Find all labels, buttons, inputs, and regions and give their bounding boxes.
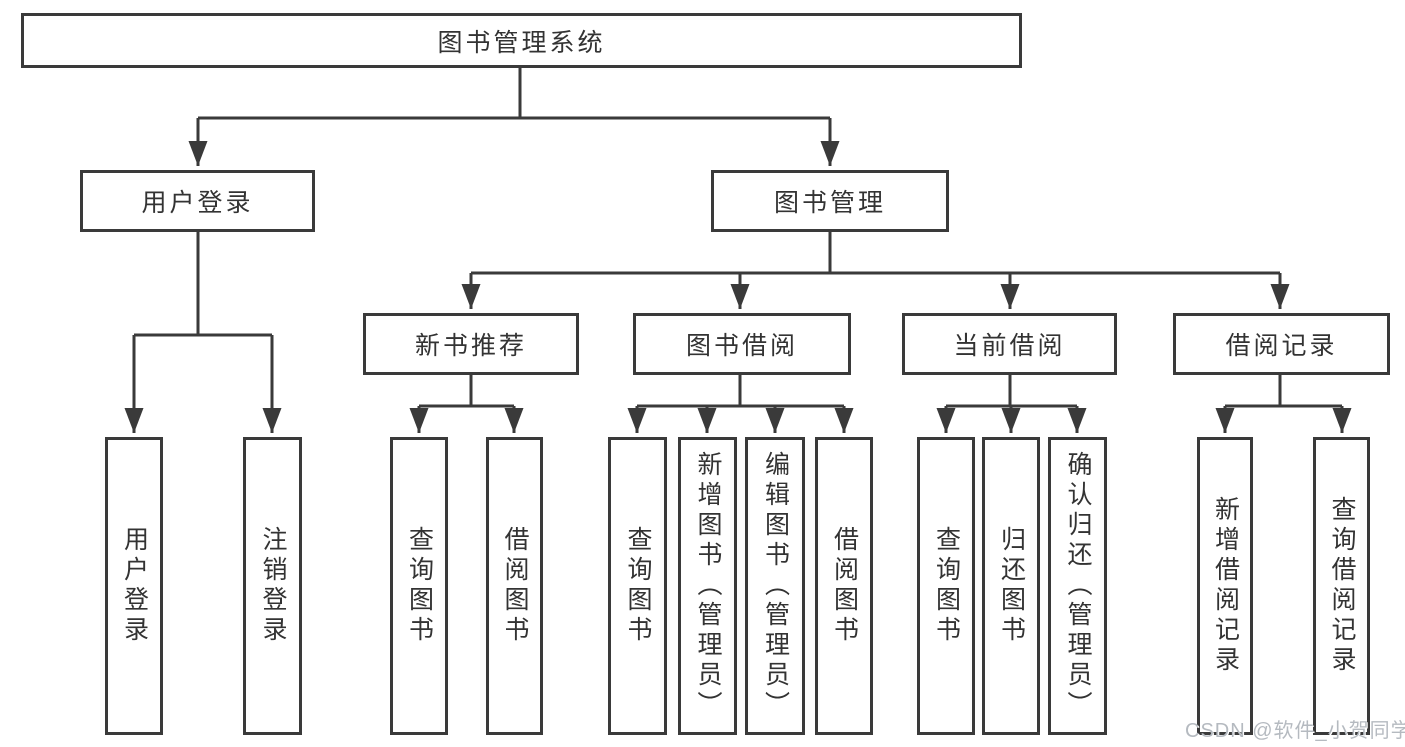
node-cb-return: 归还图书 (982, 437, 1040, 735)
node-nb-query: 查询图书 (390, 437, 448, 735)
node-cb-confirm: 确认归还（管理员） (1048, 437, 1107, 735)
node-user-login-label: 用户登录 (141, 189, 254, 217)
node-book-borrow-label: 图书借阅 (685, 332, 798, 360)
node-borrow-records-label: 借阅记录 (1225, 332, 1338, 360)
node-current-borrow-label: 当前借阅 (953, 332, 1066, 360)
node-bb-borrow-label: 借阅图书 (830, 526, 859, 646)
node-br-add: 新增借阅记录 (1197, 437, 1253, 735)
node-cb-query-label: 查询图书 (932, 526, 961, 646)
node-nb-borrow: 借阅图书 (486, 437, 543, 735)
node-new-books-label: 新书推荐 (414, 332, 527, 360)
node-book-mgmt-label: 图书管理 (773, 189, 886, 217)
node-cb-confirm-label: 确认归还（管理员） (1064, 451, 1092, 721)
node-root: 图书管理系统 (21, 13, 1022, 68)
node-cb-return-label: 归还图书 (997, 526, 1026, 646)
node-br-add-label: 新增借阅记录 (1211, 496, 1240, 676)
node-root-label: 图书管理系统 (437, 28, 606, 57)
node-leaf-login-label: 用户登录 (120, 526, 149, 646)
node-cb-query: 查询图书 (917, 437, 975, 735)
node-book-borrow: 图书借阅 (633, 313, 851, 375)
node-bb-edit: 编辑图书（管理员） (745, 437, 805, 735)
node-leaf-login: 用户登录 (105, 437, 163, 735)
node-user-login: 用户登录 (80, 170, 315, 232)
node-nb-borrow-label: 借阅图书 (501, 526, 529, 646)
node-bb-add: 新增图书（管理员） (678, 437, 737, 735)
csdn-watermark: CSDN @软件_小贺同学 (1185, 720, 1405, 742)
node-new-books: 新书推荐 (363, 313, 579, 375)
node-leaf-logout-label: 注销登录 (259, 526, 287, 646)
node-bb-query: 查询图书 (608, 437, 667, 735)
node-leaf-logout: 注销登录 (243, 437, 302, 735)
node-bb-borrow: 借阅图书 (815, 437, 873, 735)
node-borrow-records: 借阅记录 (1173, 313, 1390, 375)
node-current-borrow: 当前借阅 (902, 313, 1117, 375)
node-bb-edit-label: 编辑图书（管理员） (761, 451, 790, 721)
node-bb-add-label: 新增图书（管理员） (694, 451, 722, 721)
node-book-mgmt: 图书管理 (711, 170, 949, 232)
node-bb-query-label: 查询图书 (624, 526, 652, 646)
node-br-query: 查询借阅记录 (1313, 437, 1370, 735)
node-br-query-label: 查询借阅记录 (1328, 496, 1356, 676)
node-nb-query-label: 查询图书 (405, 526, 434, 646)
